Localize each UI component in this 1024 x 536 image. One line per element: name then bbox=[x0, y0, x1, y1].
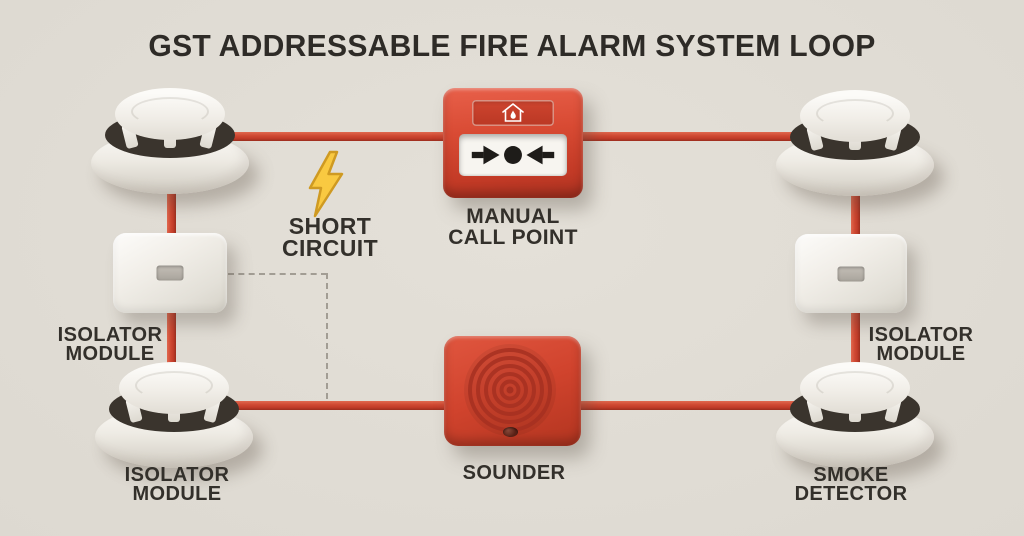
lightning-bolt-icon bbox=[308, 150, 344, 218]
isolator-module-left bbox=[113, 233, 227, 313]
isolator-module-left-label: ISOLATOR MODULE bbox=[57, 324, 163, 365]
dashed-connector-vertical bbox=[326, 273, 328, 399]
smoke-detector-label-line1: SMOKE bbox=[813, 464, 889, 486]
bottom-left-detector-label: ISOLATOR MODULE bbox=[124, 464, 230, 505]
smoke-detector-label: SMOKE DETECTOR bbox=[794, 464, 908, 505]
diagram-title: GST ADDRESSABLE FIRE ALARM SYSTEM LOOP bbox=[148, 28, 876, 63]
module-led bbox=[156, 265, 184, 281]
manual-call-point-label-line2: CALL POINT bbox=[448, 226, 578, 249]
detector-dome bbox=[119, 362, 229, 414]
short-circuit-label-line1: SHORT bbox=[288, 213, 372, 239]
isolator-left-label-line2: MODULE bbox=[65, 343, 155, 365]
module-led bbox=[837, 266, 865, 281]
sounder-label: SOUNDER bbox=[463, 463, 566, 483]
press-here-arrows-icon bbox=[471, 145, 555, 165]
short-circuit-label-line2: CIRCUIT bbox=[281, 235, 379, 261]
bottom-left-label-line1: ISOLATOR bbox=[124, 464, 230, 486]
isolator-right-label-line1: ISOLATOR bbox=[868, 324, 974, 346]
smoke-detector-bottom-right bbox=[775, 362, 935, 468]
isolator-module-right-label: ISOLATOR MODULE bbox=[868, 324, 974, 365]
isolator-module-right bbox=[795, 234, 907, 313]
manual-call-point-label: MANUAL CALL POINT bbox=[448, 206, 578, 248]
manual-call-point bbox=[443, 88, 583, 198]
detector-dome bbox=[800, 90, 910, 142]
short-circuit-label: SHORT CIRCUIT bbox=[281, 213, 379, 261]
detector-dome bbox=[800, 362, 910, 414]
sounder bbox=[444, 336, 581, 446]
sounder-led bbox=[503, 427, 518, 437]
smoke-detector-top-left bbox=[90, 88, 250, 194]
dashed-connector-horizontal bbox=[228, 273, 327, 275]
house-flame-icon bbox=[502, 103, 524, 122]
smoke-detector-bottom-left bbox=[94, 362, 254, 468]
sounder-label-line1: SOUNDER bbox=[462, 462, 566, 484]
smoke-detector-label-line2: DETECTOR bbox=[794, 483, 908, 505]
isolator-left-label-line1: ISOLATOR bbox=[57, 324, 163, 346]
call-point-icon-panel bbox=[472, 100, 554, 126]
smoke-detector-top-right bbox=[775, 90, 935, 196]
detector-dome bbox=[115, 88, 225, 140]
isolator-right-label-line2: MODULE bbox=[876, 343, 966, 365]
call-point-window bbox=[459, 134, 567, 176]
bottom-left-label-line2: MODULE bbox=[132, 483, 222, 505]
manual-call-point-label-line1: MANUAL bbox=[466, 205, 560, 228]
